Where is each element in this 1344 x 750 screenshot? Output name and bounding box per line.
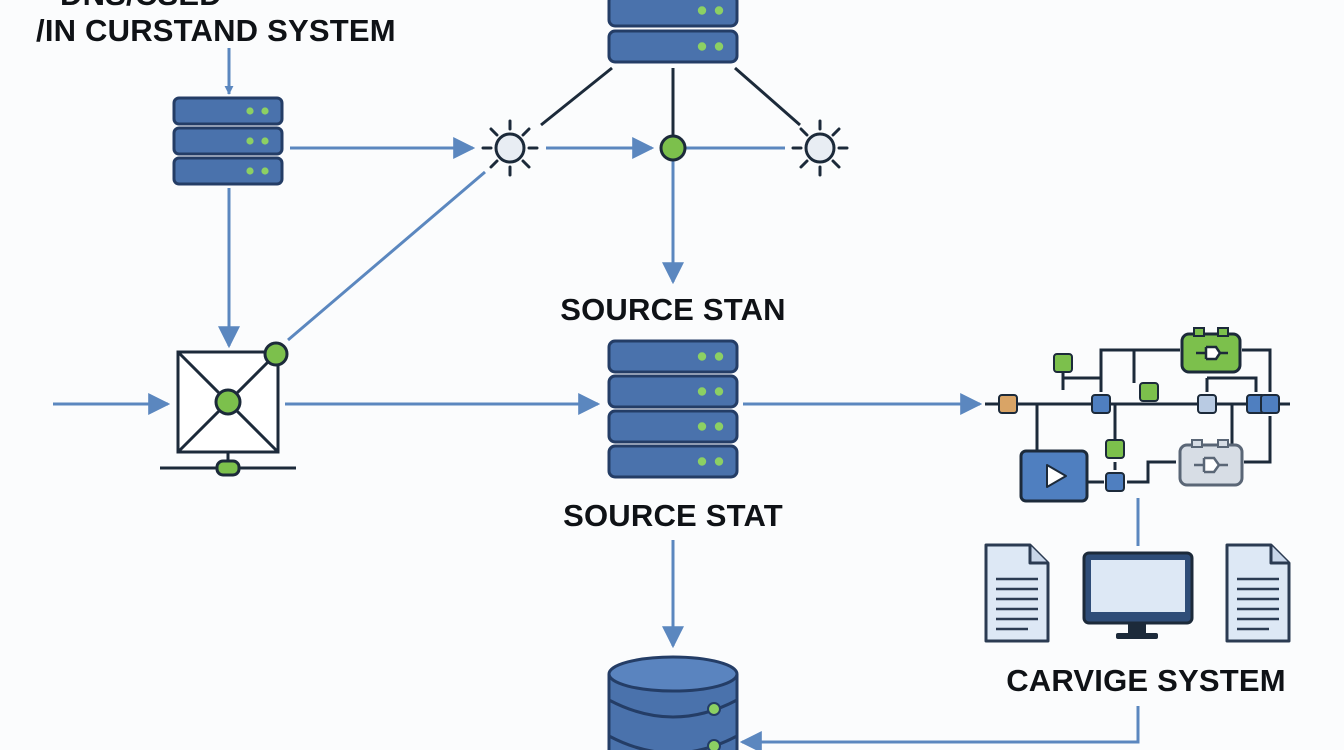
- sun-node-left-icon: [481, 119, 539, 177]
- document-right-icon: [1225, 543, 1291, 643]
- title-top-left-line2: /IN CURSTAND SYSTEM: [36, 13, 396, 48]
- play-video-icon: [1019, 449, 1089, 503]
- title-top-left-line1: DNS/CSED: [60, 0, 222, 12]
- network-hub-icon: [160, 341, 296, 477]
- monitor-icon: [1082, 551, 1194, 639]
- connector-lines: [53, 48, 1140, 750]
- top-server-links: [540, 66, 801, 137]
- line-hub-to-sun: [287, 170, 486, 342]
- connector-node-icon: [659, 134, 687, 162]
- top-server-icon: [607, 0, 739, 64]
- source-stan-label: SOURCE STAN: [560, 292, 786, 327]
- arrow-carvige-to-database: [739, 706, 1140, 750]
- sun-node-right-icon: [791, 119, 849, 177]
- source-stat-label: SOURCE STAT: [563, 498, 783, 533]
- source-server-icon: [607, 339, 739, 479]
- left-server-icon: [172, 96, 284, 186]
- database-icon: [607, 655, 739, 750]
- circuit-board-icon: [985, 327, 1290, 503]
- carvige-system-label: CARVIGE SYSTEM: [1006, 663, 1286, 698]
- document-left-icon: [984, 543, 1050, 643]
